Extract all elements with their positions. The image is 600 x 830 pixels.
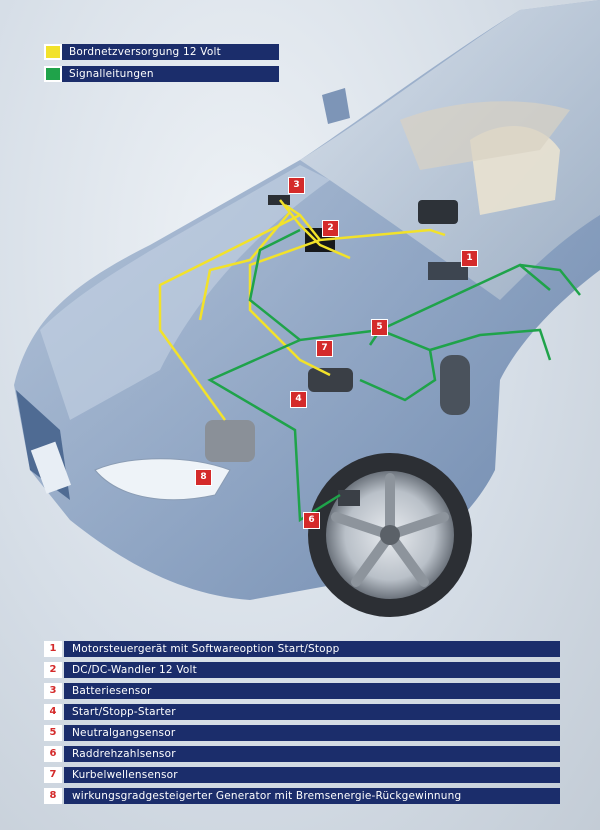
battery-sensor bbox=[268, 195, 290, 205]
key-label: Start/Stopp-Starter bbox=[64, 704, 560, 720]
key-row: 2 DC/DC-Wandler 12 Volt bbox=[44, 662, 560, 678]
key-number: 3 bbox=[44, 683, 62, 699]
key-number: 6 bbox=[44, 746, 62, 762]
marker-2: 2 bbox=[322, 220, 339, 237]
marker-4: 4 bbox=[290, 391, 307, 408]
generator bbox=[205, 420, 255, 462]
key-number: 8 bbox=[44, 788, 62, 804]
key-row: 3 Batteriesensor bbox=[44, 683, 560, 699]
key-label: Kurbelwellensensor bbox=[64, 767, 560, 783]
wheel-speed-sensor bbox=[338, 490, 360, 506]
key-row: 5 Neutralgangsensor bbox=[44, 725, 560, 741]
marker-8: 8 bbox=[195, 469, 212, 486]
signal-wiring bbox=[207, 228, 581, 523]
legend-label: Bordnetzversorgung 12 Volt bbox=[62, 44, 279, 60]
key-number: 5 bbox=[44, 725, 62, 741]
power-wiring bbox=[158, 199, 446, 421]
key-label: Neutralgangsensor bbox=[64, 725, 560, 741]
key-number: 2 bbox=[44, 662, 62, 678]
marker-7: 7 bbox=[316, 340, 333, 357]
key-label: Batteriesensor bbox=[64, 683, 560, 699]
key-row: 1 Motorsteuergerät mit Softwareoption St… bbox=[44, 641, 560, 657]
headlight bbox=[94, 458, 231, 501]
key-row: 7 Kurbelwellensensor bbox=[44, 767, 560, 783]
legend-label: Signalleitungen bbox=[62, 66, 279, 82]
legend-swatch-green bbox=[44, 66, 62, 82]
car-illustration bbox=[14, 0, 600, 617]
key-number: 1 bbox=[44, 641, 62, 657]
marker-1: 1 bbox=[461, 250, 478, 267]
key-number: 4 bbox=[44, 704, 62, 720]
dash-module bbox=[418, 200, 458, 224]
marker-3: 3 bbox=[288, 177, 305, 194]
side-mirror bbox=[322, 88, 350, 124]
hood bbox=[40, 165, 330, 420]
key-row: 6 Raddrehzahlsensor bbox=[44, 746, 560, 762]
key-label: Motorsteuergerät mit Softwareoption Star… bbox=[64, 641, 560, 657]
marker-5: 5 bbox=[371, 319, 388, 336]
component-key: 1 Motorsteuergerät mit Softwareoption St… bbox=[44, 641, 560, 809]
legend-power: Bordnetzversorgung 12 Volt bbox=[44, 44, 279, 60]
license-plate bbox=[30, 441, 72, 494]
key-number: 7 bbox=[44, 767, 62, 783]
key-label: wirkungsgradgesteigerter Generator mit B… bbox=[64, 788, 560, 804]
key-row: 8 wirkungsgradgesteigerter Generator mit… bbox=[44, 788, 560, 804]
marker-6: 6 bbox=[303, 512, 320, 529]
legend-swatch-yellow bbox=[44, 44, 62, 60]
ecu-unit bbox=[428, 262, 468, 280]
key-label: DC/DC-Wandler 12 Volt bbox=[64, 662, 560, 678]
brake-booster bbox=[440, 355, 470, 415]
key-row: 4 Start/Stopp-Starter bbox=[44, 704, 560, 720]
hub bbox=[380, 525, 400, 545]
key-label: Raddrehzahlsensor bbox=[64, 746, 560, 762]
starter-motor bbox=[308, 368, 353, 392]
dashboard bbox=[400, 101, 570, 170]
legend-signal: Signalleitungen bbox=[44, 66, 279, 82]
